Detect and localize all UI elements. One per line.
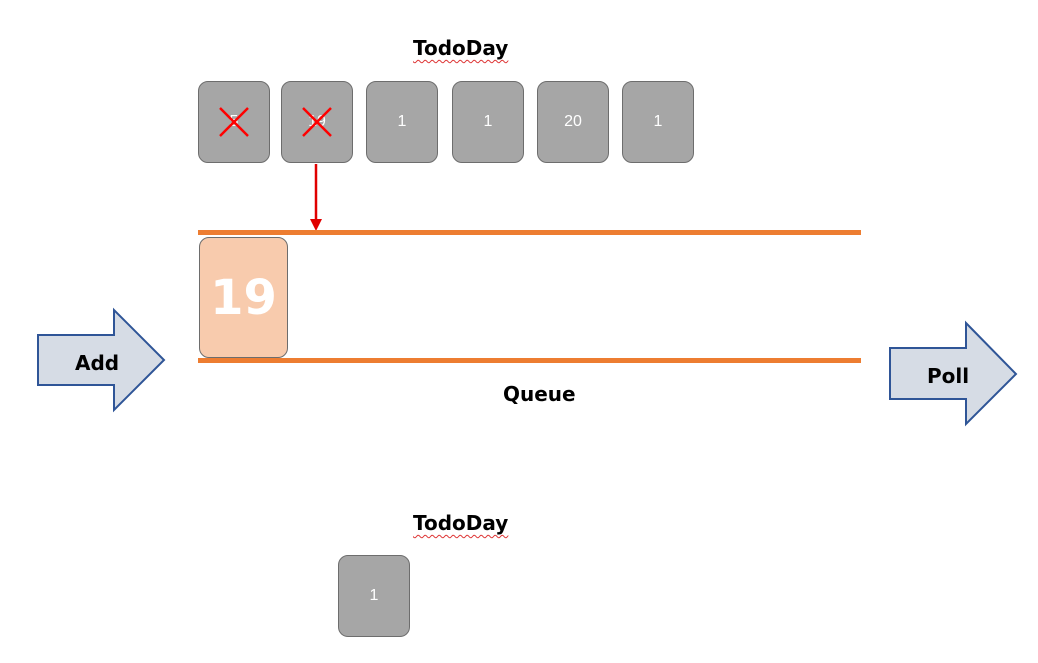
cell-value: 1 — [653, 113, 663, 130]
tododay-cell: 20 — [537, 81, 609, 163]
queue-bottom-line — [198, 358, 861, 363]
queue-top-line — [198, 230, 861, 235]
cell-value: 1 — [483, 113, 493, 130]
cell-value: 1 — [397, 113, 407, 130]
queue-label: Queue — [503, 382, 576, 406]
bottom-tododay-title: TodoDay — [413, 511, 509, 535]
tododay-cell: 1 — [622, 81, 694, 163]
queue-item-value: 19 — [210, 269, 277, 326]
tododay-cell: 1 — [366, 81, 438, 163]
tododay-cell: 1 — [452, 81, 524, 163]
cross-icon — [302, 107, 332, 137]
tododay-cell: 1 — [338, 555, 410, 637]
tododay-cell: 5 — [198, 81, 270, 163]
poll-label: Poll — [927, 364, 970, 388]
top-tododay-title: TodoDay — [413, 36, 509, 60]
cross-icon — [219, 107, 249, 137]
tododay-cell: 19 — [281, 81, 353, 163]
add-arrow-shape — [37, 307, 166, 413]
cell-value: 1 — [369, 587, 379, 604]
cell-value: 20 — [564, 113, 582, 130]
add-label: Add — [75, 351, 120, 375]
move-down-arrow — [310, 164, 322, 231]
queue-item: 19 — [199, 237, 288, 358]
poll-arrow-shape — [889, 320, 1018, 427]
